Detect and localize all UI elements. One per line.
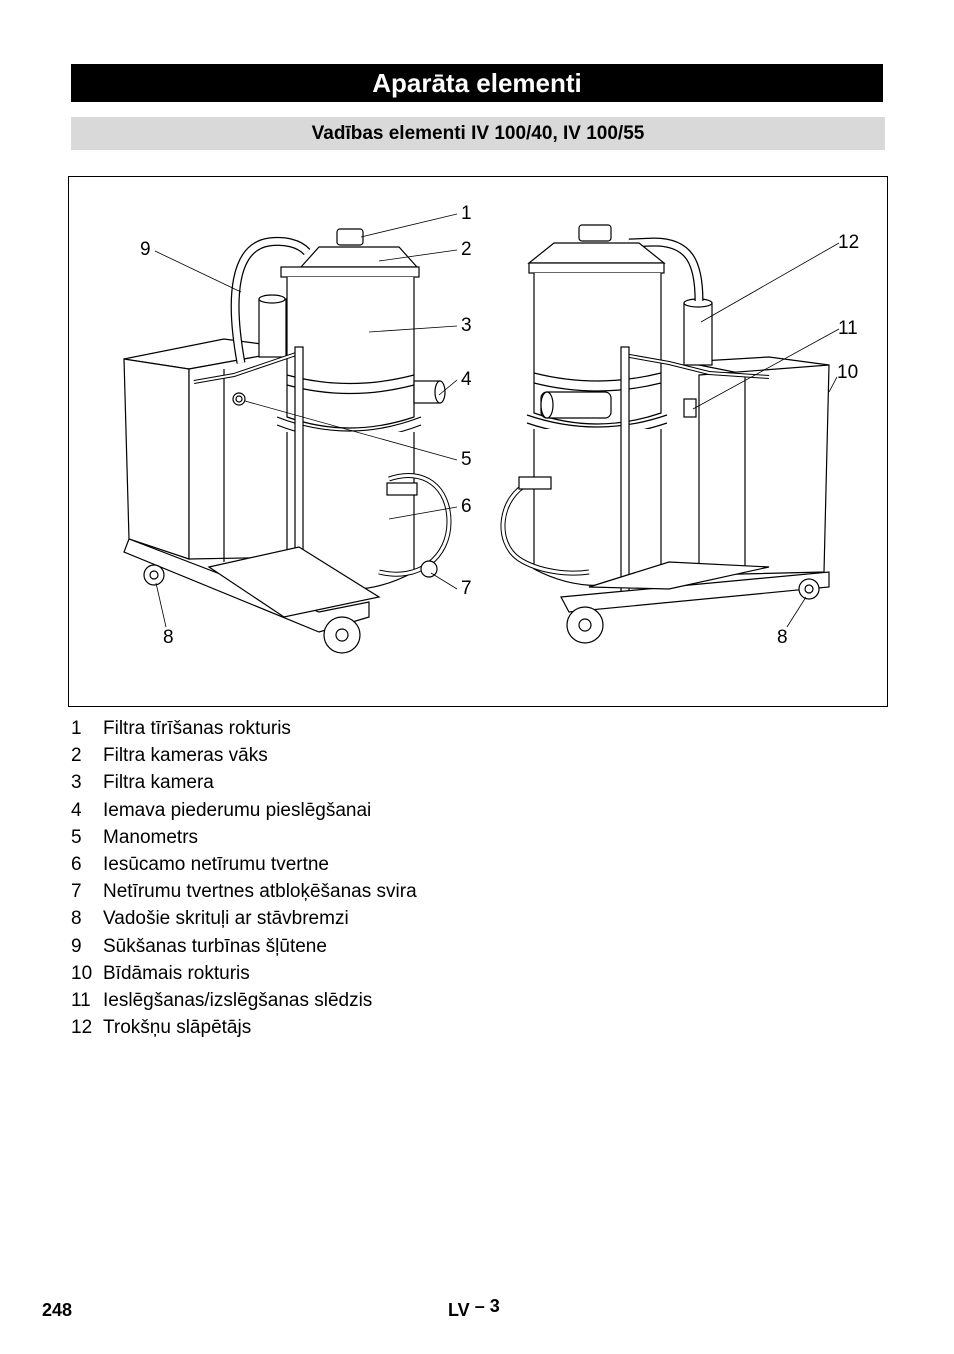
legend-item: 8 Vadošie skrituļi ar stāvbremzi (71, 905, 417, 932)
callout-12: 12 (838, 232, 860, 253)
legend-item: 7 Netīrumu tvertnes atbloķēšanas svira (71, 878, 417, 905)
legend-number: 9 (71, 935, 82, 957)
legend-text: Sūkšanas turbīnas šļūtene (103, 935, 327, 957)
legend-text: Filtra tīrīšanas rokturis (103, 718, 291, 739)
leader-5 (244, 400, 458, 461)
callout-1: 1 (461, 203, 472, 224)
leader-6 (388, 506, 458, 520)
language-code: LV (448, 1300, 470, 1320)
vacuum-cleaner-drawing (123, 213, 840, 654)
legend-text: Ieslēgšanas/izslēgšanas slēdzis (103, 989, 373, 1011)
legend-text: Netīrumu tvertnes atbloķēšanas svira (103, 881, 417, 903)
legend-item: 6 Iesūcamo netīrumu tvertne (71, 851, 417, 878)
leader-4 (438, 379, 458, 396)
callout-6: 6 (461, 496, 472, 517)
legend-item: 2 Filtra kameras vāks (71, 742, 417, 769)
leader-9 (154, 250, 242, 293)
section-title: Aparāta elementi (71, 64, 883, 102)
legend-number: 5 (71, 826, 82, 848)
leader-12 (700, 242, 840, 323)
callout-9: 9 (140, 239, 151, 260)
leader-1 (360, 213, 458, 238)
leader-11 (692, 328, 840, 410)
leader-2 (378, 249, 458, 262)
legend-item: 12 Trokšņu slāpētājs (71, 1014, 417, 1041)
legend-number: 10 (71, 962, 93, 984)
legend-number: 8 (71, 908, 82, 930)
legend-item: 10 Bīdāmais rokturis (71, 960, 417, 987)
leader-7 (430, 572, 458, 590)
callout-11: 11 (838, 318, 858, 339)
section-subtitle: Vadības elementi IV 100/40, IV 100/55 (71, 117, 885, 150)
footer-language: LV – 3 (448, 1296, 500, 1321)
leader-3 (368, 325, 458, 333)
callout-7: 7 (461, 578, 472, 599)
leader-8-left (155, 582, 167, 628)
legend-text: Filtra kameras vāks (103, 745, 268, 767)
legend-item: 11 Ieslēgšanas/izslēgšanas slēdzis (71, 987, 417, 1014)
legend-number: 11 (71, 989, 91, 1011)
callout-10: 10 (837, 362, 859, 383)
callout-2: 2 (461, 239, 472, 260)
callout-8-right: 8 (777, 627, 788, 648)
legend-text: Iemava piederumu pieslēgšanai (103, 799, 372, 821)
legend-item: 4 Iemava piederumu pieslēgšanai (71, 797, 417, 824)
device-illustration: 1 2 3 4 5 6 7 8 9 12 11 10 8 (68, 176, 888, 707)
callout-4: 4 (461, 369, 472, 390)
legend-number: 1 (71, 718, 82, 739)
legend-text: Iesūcamo netīrumu tvertne (103, 853, 329, 875)
callout-8-left: 8 (163, 627, 174, 648)
legend-number: 7 (71, 881, 82, 903)
legend-text: Trokšņu slāpētājs (103, 1017, 252, 1039)
legend-number: 12 (71, 1017, 93, 1039)
callout-5: 5 (461, 449, 472, 470)
legend-number: 6 (71, 853, 82, 875)
leader-10 (828, 376, 838, 393)
legend-item: 1 Filtra tīrīšanas rokturis (71, 715, 417, 742)
legend-text: Manometrs (103, 826, 199, 848)
legend-text: Vadošie skrituļi ar stāvbremzi (103, 908, 349, 930)
legend-number: 3 (71, 772, 82, 794)
legend-number: 2 (71, 745, 82, 767)
callout-3: 3 (461, 315, 472, 336)
page-number: 248 (42, 1300, 73, 1320)
legend-number: 4 (71, 799, 82, 821)
legend-item: 9 Sūkšanas turbīnas šļūtene (71, 933, 417, 960)
legend-text: Filtra kamera (103, 772, 214, 794)
legend-text: Bīdāmais rokturis (103, 962, 250, 984)
leader-8-right (786, 596, 807, 628)
section-number: – 3 (474, 1296, 500, 1316)
legend-item: 3 Filtra kamera (71, 769, 417, 796)
legend-item: 5 Manometrs (71, 824, 417, 851)
